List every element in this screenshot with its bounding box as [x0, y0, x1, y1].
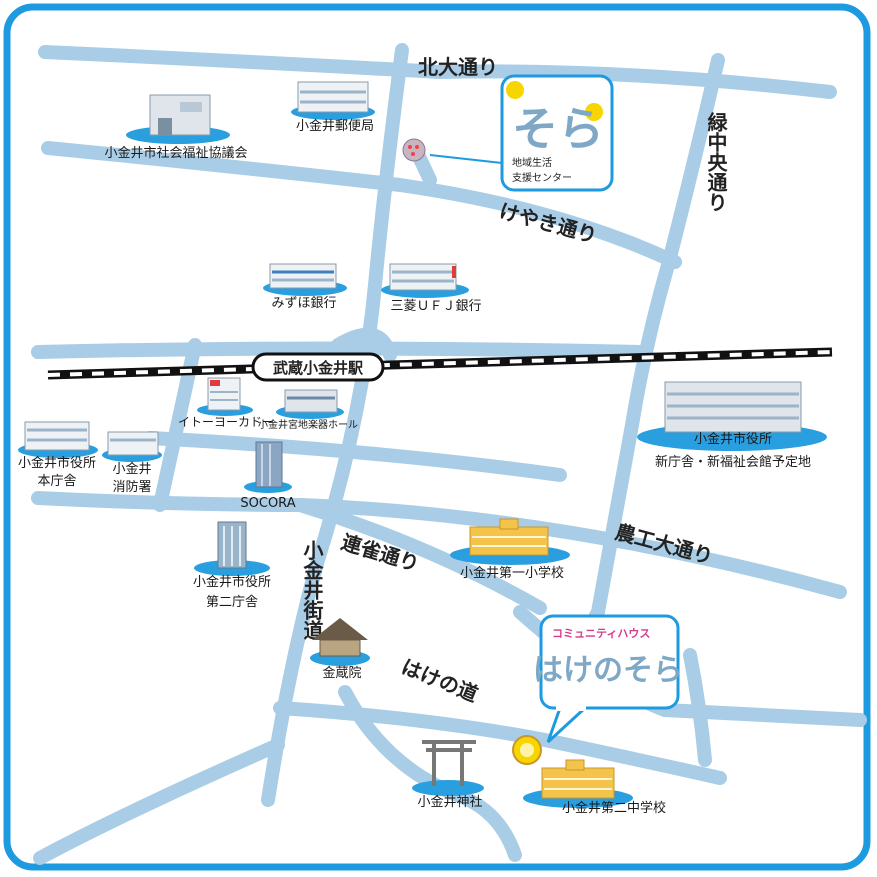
sora-sub-2: 支援センター — [512, 171, 572, 184]
landmark-city-new: 小金井市役所 新庁舎・新福祉会館予定地 — [637, 381, 827, 470]
landmark-socora: SOCORA — [240, 441, 296, 511]
landmark-mufg: 三菱ＵＦＪ銀行 — [381, 263, 482, 314]
sora-logo: そら — [512, 102, 604, 156]
landmark-hall: 小金井宮地楽器ホール — [258, 389, 358, 431]
landmark-city-second: 小金井市役所 第二庁舎 — [193, 521, 271, 610]
label-fire-1: 小金井 — [112, 461, 151, 477]
label-city-second-1: 小金井市役所 — [193, 574, 271, 590]
landmark-shakyo: 小金井市社会福祉協議会 — [104, 94, 248, 161]
label-city-main-1: 小金井市役所 — [18, 455, 96, 471]
station-name: 武蔵小金井駅 — [273, 359, 364, 377]
road-main-horizontal — [31, 491, 847, 599]
road-midori-chuo — [548, 53, 725, 697]
landmark-city-main: 小金井市役所 本庁舎 — [18, 421, 98, 489]
landmark-school-1: 小金井第一小学校 — [450, 518, 570, 581]
road-label-kita-odori: 北大通り — [418, 55, 498, 79]
landmark-school-2: 小金井第二中学校 — [523, 759, 666, 816]
sora-pin-icon — [402, 138, 426, 162]
road-rensaku — [293, 498, 547, 615]
road-station-loop — [331, 327, 397, 362]
landmark-mizuho: みずほ銀行 — [263, 263, 347, 311]
station-sign: 武蔵小金井駅 — [251, 352, 385, 382]
road-keyaki-dori — [41, 141, 682, 269]
label-ito-yokado: イトーヨーカドー — [178, 415, 274, 429]
landmark-fire-station: 小金井 消防署 — [102, 431, 162, 495]
landmark-ito-yokado: イトーヨーカドー — [178, 377, 274, 429]
label-city-second-2: 第二庁舎 — [206, 595, 258, 610]
road-bottom-left — [33, 738, 285, 865]
road-south-station — [143, 431, 567, 482]
label-city-new-2: 新庁舎・新福祉会館予定地 — [655, 454, 811, 470]
community-callout: コミュニティハウス はけのそら — [533, 614, 683, 744]
road-kita-odori — [38, 45, 837, 99]
label-school-1: 小金井第一小学校 — [460, 565, 564, 581]
torii-icon — [422, 740, 476, 786]
label-fire-2: 消防署 — [112, 479, 151, 495]
road-label-midori-chuo: 緑中央通り — [704, 111, 728, 212]
railway — [47, 347, 833, 380]
label-post-office: 小金井郵便局 — [296, 118, 374, 134]
label-mizuho: みずほ銀行 — [271, 296, 336, 311]
road-right-bottom — [683, 648, 712, 767]
landmark-konzoin: 金蔵院 — [310, 618, 370, 681]
label-shrine: 小金井神社 — [417, 794, 482, 810]
sora-sub-1: 地域生活 — [512, 156, 552, 169]
label-shakyo: 小金井市社会福祉協議会 — [104, 145, 247, 161]
label-hall: 小金井宮地楽器ホール — [258, 418, 358, 431]
label-school-2: 小金井第二中学校 — [562, 800, 666, 816]
road-label-koganei-kaido: 小金井街道 — [300, 540, 324, 640]
temple-icon — [312, 618, 368, 657]
label-city-main-2: 本庁舎 — [37, 474, 76, 489]
sora-callout: そら 地域生活 支援センター — [429, 74, 614, 192]
community-caption: コミュニティハウス — [552, 627, 650, 640]
landmark-shrine: 小金井神社 — [412, 740, 484, 810]
label-city-new-1: 小金井市役所 — [694, 431, 772, 447]
community-title: はけのそら — [533, 653, 683, 688]
landmark-post-office: 小金井郵便局 — [291, 81, 375, 134]
label-socora: SOCORA — [240, 496, 295, 511]
road-koganei-kaido — [261, 43, 409, 807]
community-sun-pin-icon — [512, 735, 542, 765]
label-konzoin: 金蔵院 — [322, 665, 361, 681]
label-mufg: 三菱ＵＦＪ銀行 — [390, 299, 481, 314]
